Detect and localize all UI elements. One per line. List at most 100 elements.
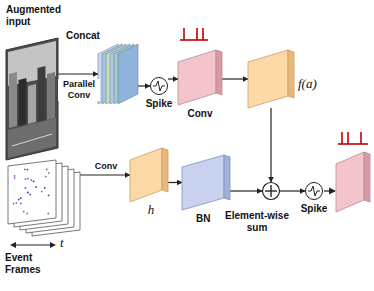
event-dot bbox=[25, 178, 27, 180]
spike-wave bbox=[153, 81, 165, 91]
event-dot bbox=[47, 213, 49, 215]
arrow-connector bbox=[222, 78, 248, 79]
block-side bbox=[288, 50, 294, 98]
block-face bbox=[336, 152, 364, 212]
sum-node: Element-wise sum bbox=[262, 182, 280, 200]
bn-feature-map: BN bbox=[182, 155, 230, 210]
block-side bbox=[162, 148, 168, 192]
block-side bbox=[216, 50, 222, 95]
event-dot bbox=[26, 169, 28, 171]
event-dot bbox=[45, 176, 47, 178]
time-arrow bbox=[10, 242, 56, 248]
node-label: Concat bbox=[66, 30, 106, 42]
arrow-connector bbox=[168, 78, 178, 79]
event-dot bbox=[48, 172, 50, 174]
photo-road bbox=[8, 118, 56, 158]
shape-outline bbox=[98, 44, 138, 104]
photo-building bbox=[9, 72, 17, 128]
event-dot bbox=[46, 168, 48, 170]
spike bbox=[360, 132, 362, 144]
arrow-connector bbox=[138, 85, 150, 86]
spike-symbol bbox=[306, 183, 323, 200]
spike-neuron: Spike bbox=[150, 77, 168, 95]
spike bbox=[202, 28, 204, 40]
event-dot bbox=[48, 194, 50, 196]
node-label: Conv bbox=[178, 108, 222, 120]
shape-outline bbox=[262, 182, 280, 200]
node-label: h bbox=[144, 204, 158, 216]
spike bbox=[341, 132, 343, 144]
arrow-connector bbox=[280, 190, 305, 191]
spike-neuron: Spike bbox=[305, 182, 323, 200]
edge-label: Conv bbox=[90, 161, 122, 172]
event-dot bbox=[13, 203, 15, 205]
time-label: t bbox=[60, 237, 64, 249]
block-face bbox=[182, 155, 224, 210]
conv-feature-map: h bbox=[130, 148, 168, 202]
block-side bbox=[224, 155, 230, 200]
sum-cross bbox=[270, 185, 271, 197]
event-dot bbox=[33, 180, 35, 182]
spike-symbol bbox=[151, 78, 168, 95]
event-dot bbox=[41, 191, 43, 193]
event-dot bbox=[14, 175, 16, 177]
output-arrow bbox=[324, 188, 336, 195]
spike bbox=[347, 132, 349, 144]
photo-building bbox=[19, 78, 27, 126]
arrowhead bbox=[10, 242, 16, 248]
edge-label: Parallel Conv bbox=[58, 79, 100, 101]
event-dot bbox=[29, 194, 31, 196]
event-dot bbox=[20, 197, 22, 199]
shape-outline bbox=[305, 182, 323, 200]
event-dot bbox=[14, 177, 16, 179]
event-dot bbox=[44, 187, 46, 189]
block-face bbox=[248, 50, 288, 108]
spike-train bbox=[338, 132, 368, 144]
channel-layer bbox=[118, 44, 138, 104]
spike-train bbox=[180, 28, 208, 40]
event-frame bbox=[8, 160, 56, 224]
node-label: Element-wise sum bbox=[222, 210, 292, 234]
output-feature-map bbox=[336, 152, 370, 212]
shape-outline bbox=[182, 155, 230, 210]
event-dot bbox=[27, 178, 29, 180]
block-face bbox=[178, 50, 216, 105]
event-dot bbox=[18, 199, 20, 201]
event-frames: Event Frames bbox=[8, 160, 80, 236]
shape-outline bbox=[8, 160, 80, 236]
block-side bbox=[364, 152, 370, 202]
node-label: Spike bbox=[142, 98, 176, 110]
shape-outline bbox=[178, 50, 222, 105]
event-dot bbox=[15, 202, 17, 204]
event-dot bbox=[26, 213, 28, 215]
photo-frame bbox=[6, 38, 58, 160]
arrowhead bbox=[50, 242, 56, 248]
node-label: f(a) bbox=[298, 78, 328, 90]
arrow-connector bbox=[80, 174, 130, 175]
block-face bbox=[130, 148, 162, 202]
concat-stack: Concat bbox=[98, 44, 138, 104]
shape-outline bbox=[248, 50, 294, 108]
event-dot bbox=[30, 179, 32, 181]
event-dot bbox=[25, 187, 27, 189]
node-label: Event Frames bbox=[5, 252, 49, 276]
input-image: Augmented input bbox=[6, 38, 58, 160]
arrow-connector bbox=[270, 108, 271, 182]
photo-lane bbox=[12, 134, 52, 146]
shape-outline bbox=[6, 38, 58, 160]
event-dot bbox=[24, 168, 26, 170]
photo-building bbox=[38, 66, 46, 122]
spike bbox=[196, 28, 198, 40]
node-label: Augmented input bbox=[6, 4, 66, 28]
arrow-connector bbox=[230, 190, 262, 191]
node-label: Spike bbox=[297, 203, 331, 215]
photo-building bbox=[47, 72, 55, 120]
event-dot bbox=[27, 192, 29, 194]
event-dot bbox=[20, 203, 22, 205]
shape-outline bbox=[150, 77, 168, 95]
event-dot bbox=[35, 186, 37, 188]
arrow-connector bbox=[168, 182, 182, 183]
event-dot bbox=[23, 211, 25, 213]
shape-outline bbox=[130, 148, 168, 202]
